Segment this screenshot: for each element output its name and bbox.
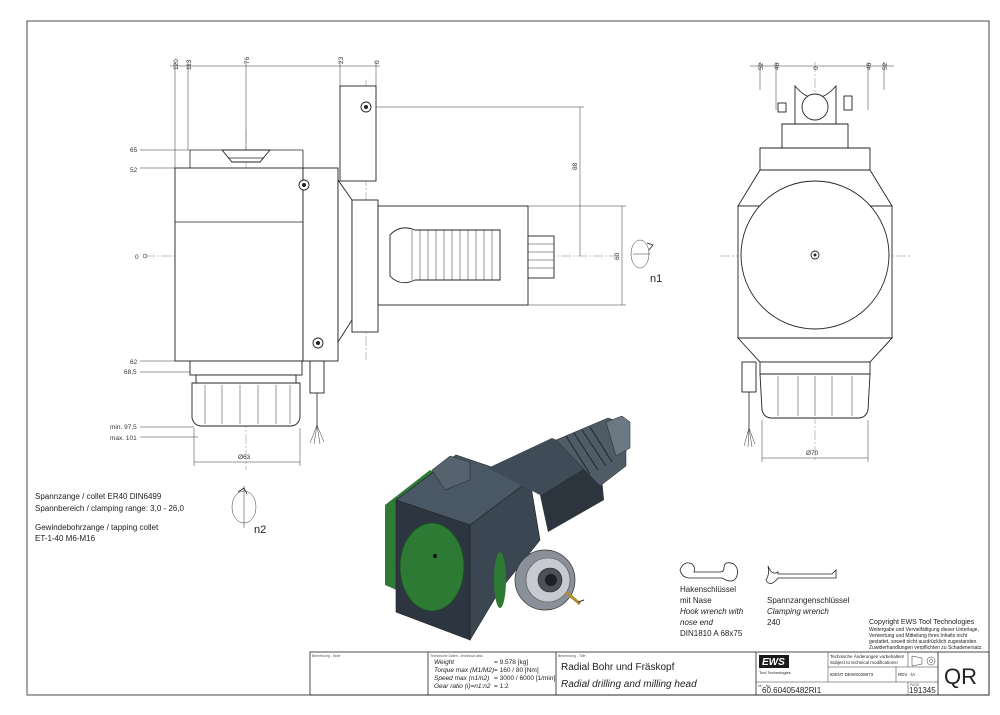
dim-23: 23 (338, 56, 345, 64)
front-dimension-labels: 120 113 76 23 0 65 52 0 62 68,5 min. 97,… (110, 56, 662, 461)
dim-120: 120 (173, 59, 180, 70)
hook-wrench-de-1: Hakenschlüssel (680, 585, 736, 594)
hook-wrench-standard: DIN1810 A 68x75 (680, 629, 743, 638)
side-dim-52-right: 52 (882, 62, 889, 70)
title-english: Radial drilling and milling head (561, 679, 697, 690)
tech-torque-label: Torque max (M1/M2) (434, 667, 494, 674)
tech-torque-value: = 160 / 80 [Nm] (494, 667, 539, 674)
ews-logo: EWS Tool Technologies (759, 655, 791, 675)
tech-gear-value: = 1:2 (494, 683, 509, 690)
side-dim-46-right: 46 (866, 62, 873, 70)
changes-note-de: Technische Änderungen vorbehalten! (830, 653, 904, 659)
collet-notes: Spannzange / collet ER40 DIN6499 Spannbe… (35, 492, 185, 543)
tech-weight-value: = 9.578 [kg] (494, 659, 528, 666)
hook-wrench-drawing (679, 562, 738, 582)
isometric-render (385, 415, 631, 642)
revision: REV. -/A (898, 672, 915, 677)
tech-gear-label: Gear ratio (i)=n1:n2 (434, 683, 491, 690)
side-dimension-labels: 52 46 0 46 52 Ø70 (758, 62, 889, 457)
note-clamping-range: Spannbereich / clamping range: 3,0 - 26,… (35, 504, 185, 513)
title-german: Radial Bohr und Fräskopf (561, 662, 675, 673)
copyright-line-1: Weitergabe und Vervielfältigung dieser U… (869, 627, 979, 633)
projection-symbol (911, 655, 936, 667)
dim-88: 88 (572, 162, 579, 170)
note-collet: Spannzange / collet ER40 DIN6499 (35, 492, 162, 501)
dim-collet-diameter: Ø63 (238, 454, 251, 461)
dim-max-length: max. 101 (110, 435, 137, 442)
drawing-number: 191345 (909, 686, 936, 695)
clamping-wrench-en: Clamping wrench (767, 607, 829, 616)
dim-0-left: 0 (135, 254, 139, 261)
remark-label: Bemerkung - Note (312, 654, 340, 658)
note-tapping-collet: Gewindebohrzange / tapping collet (35, 523, 159, 532)
clamping-wrench-drawing (765, 565, 837, 584)
clamping-wrench-size: 240 (767, 618, 781, 627)
dim-min-length: min. 97,5 (110, 424, 137, 431)
dim-68-5: 68,5 (124, 369, 137, 376)
tech-data-label: Technische Daten - technical data (430, 654, 483, 658)
number-label: Nr. - No. (758, 684, 771, 688)
tech-speed-label: Speed max (n1/n2) (434, 675, 489, 682)
note-tapping-size: ET-1-40 M6-M16 (35, 534, 96, 543)
tech-speed-value: = 3000 / 6000 [1/min] (494, 675, 555, 682)
title-block: Bemerkung - Note Technische Daten - tech… (309, 651, 990, 696)
hook-wrench-en-2: nose end (680, 618, 713, 627)
dim-76: 76 (244, 56, 251, 64)
page-label: PAGE (910, 683, 920, 687)
copyright-line-2: Verwertung und Mitteilung ihres Inhalts … (869, 633, 968, 639)
dim-65: 65 (130, 147, 138, 154)
copyright-line-3: gestattet, soweit nicht ausdrücklich zug… (869, 639, 978, 645)
rotation-label-n2: n2 (254, 524, 266, 536)
hook-wrench-de-2: mit Nase (680, 596, 712, 605)
side-dim-52-left: 52 (758, 62, 765, 70)
dim-52: 52 (130, 167, 138, 174)
designation-label: Benennung - Title (558, 654, 585, 658)
dim-62: 62 (130, 359, 138, 366)
logo-subtitle: Tool Technologies (759, 670, 791, 675)
hook-wrench-notes: Hakenschlüssel mit Nase Hook wrench with… (680, 585, 744, 638)
side-dim-0: 0 (813, 66, 820, 70)
tech-weight-label: Weight (434, 659, 455, 666)
hook-wrench-en-1: Hook wrench with (680, 607, 744, 616)
copyright-line-4: Zuwiderhandlungen verpflichten zu Schade… (869, 645, 983, 651)
rotation-label-n1: n1 (650, 273, 662, 285)
dim-113: 113 (186, 59, 193, 70)
qr-label: QR (944, 664, 977, 689)
copyright-notice: Copyright EWS Tool Technologies Weiterga… (869, 619, 983, 651)
side-dim-46-left: 46 (774, 62, 781, 70)
rotation-symbol-n2: n2 (231, 486, 266, 536)
dim-0-top: 0 (374, 60, 381, 64)
side-dim-diameter: Ø70 (806, 450, 819, 457)
part-number: 60.60405482RI1 (762, 686, 822, 695)
dim-60: 60 (614, 252, 621, 260)
front-view (140, 62, 654, 470)
logo-text: EWS (762, 657, 785, 668)
side-view (720, 62, 910, 462)
ident-number: IDENT DEWS039973 (830, 672, 874, 677)
clamping-wrench-de: Spannzangenschlüssel (767, 596, 850, 605)
clamping-wrench-notes: Spannzangenschlüssel Clamping wrench 240 (767, 596, 850, 627)
copyright-title: Copyright EWS Tool Technologies (869, 619, 975, 626)
changes-note-en: Subject to technical modifications! (830, 660, 898, 665)
